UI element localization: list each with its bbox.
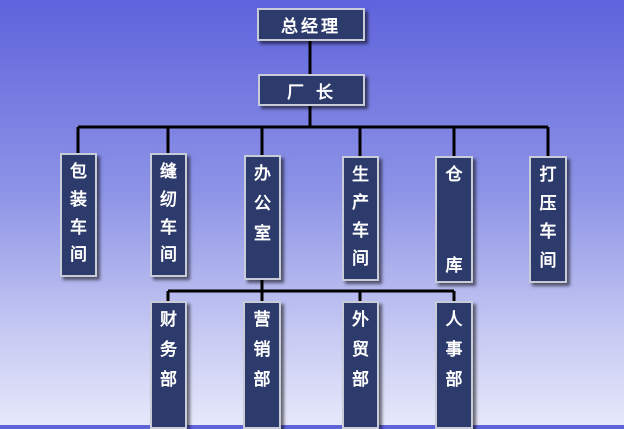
vertical-label-char: 间 [352, 249, 369, 269]
vertical-label-char: 贸 [352, 340, 369, 360]
vertical-label-char: 产 [352, 193, 369, 213]
vertical-label-char: 办 [254, 164, 271, 184]
packaging-workshop-box: 包装车间 [60, 153, 97, 277]
vertical-label-char: 部 [160, 370, 177, 390]
factory-director-label: 厂 长 [287, 82, 336, 103]
vertical-label-char: 销 [253, 340, 271, 360]
sewing-workshop-box: 缝纫车间 [150, 153, 187, 277]
vertical-label-char: 人 [445, 310, 463, 330]
marketing-dept-box: 营销部 [243, 301, 281, 429]
vertical-label-char: 纫 [160, 189, 177, 210]
vertical-label-char: 装 [70, 189, 87, 210]
vertical-label-char: 部 [253, 370, 271, 390]
foreign-trade-dept-box: 外贸部 [342, 301, 379, 429]
general-manager-label: 总经理 [281, 17, 341, 37]
vertical-label-char: 营 [253, 310, 271, 330]
office-box: 办公室 [244, 155, 281, 280]
vertical-label-char: 生 [352, 165, 369, 185]
vertical-label-char: 室 [254, 224, 271, 244]
pressing-workshop-box: 打压车间 [529, 156, 567, 283]
vertical-label-char: 车 [352, 221, 369, 241]
finance-dept-box: 财务部 [150, 301, 187, 429]
vertical-label-char: 车 [160, 217, 177, 238]
vertical-label-char: 间 [70, 245, 87, 266]
factory-director-box: 厂 长 [258, 74, 365, 106]
vertical-label-char: 财 [160, 310, 177, 330]
vertical-label-char: 部 [352, 370, 369, 390]
general-manager-box: 总经理 [257, 8, 365, 41]
vertical-label-char: 车 [539, 222, 557, 242]
vertical-label-char: 缝 [160, 162, 177, 182]
vertical-label-char: 包 [70, 162, 87, 182]
vertical-label-char: 部 [445, 370, 463, 390]
vertical-label-char: 间 [539, 250, 557, 271]
vertical-label-char: 仓 [445, 165, 463, 185]
vertical-label-char: 库 [445, 256, 463, 276]
production-workshop-box: 生产车间 [342, 156, 379, 281]
vertical-label-char: 间 [160, 245, 177, 266]
vertical-label-char: 外 [352, 310, 369, 330]
vertical-label-char: 事 [445, 340, 463, 360]
hr-dept-box: 人事部 [435, 301, 473, 429]
vertical-label-char: 务 [160, 340, 177, 360]
vertical-label-char: 车 [70, 217, 87, 238]
warehouse-box: 仓库 [435, 156, 473, 283]
vertical-label-char: 公 [254, 194, 271, 214]
vertical-label-char: 打 [539, 165, 557, 185]
vertical-label-char: 压 [539, 193, 557, 214]
